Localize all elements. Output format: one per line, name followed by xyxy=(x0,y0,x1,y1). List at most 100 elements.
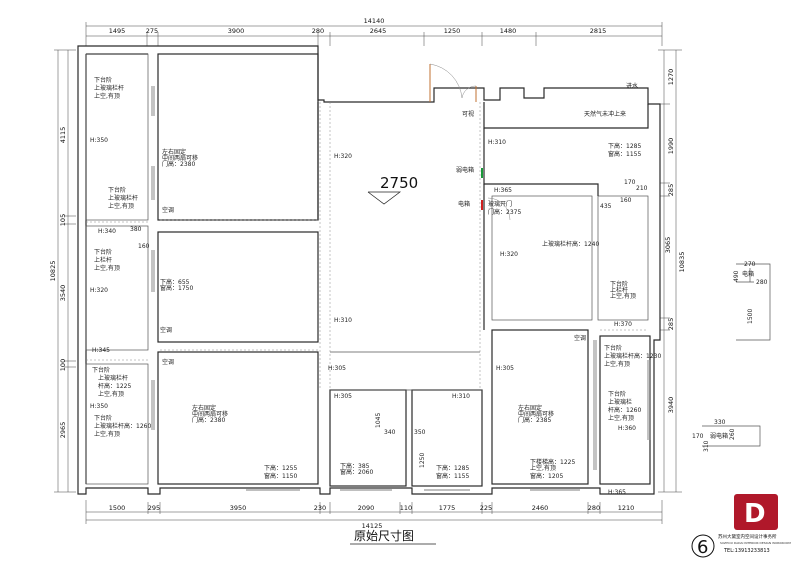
dim-left-0: 4115 xyxy=(59,127,67,144)
label-win-c-1: 下高：1255 xyxy=(264,464,297,472)
label-step-17: 下台阶 xyxy=(610,280,628,288)
label-kongtiao-1: 空调 xyxy=(162,206,174,214)
label-kongtiao-2: 空调 xyxy=(160,326,172,334)
label-h305b: H:305 xyxy=(334,393,352,400)
dim-top-total: 14140 xyxy=(364,17,385,25)
label-step-10: 下台阶 xyxy=(92,366,110,374)
label-win-d-2: 上空,有顶 xyxy=(530,464,556,472)
label-room-c-2: 中间两扇可移 xyxy=(192,410,228,418)
logo-english: SUZHOU DADAI INTERIOR DESIGN WORKROOM xyxy=(720,541,791,545)
label-step-16: 上空,有顶 xyxy=(94,430,120,438)
box-270: 270 xyxy=(744,261,756,268)
ceiling-height: 2750 xyxy=(380,174,418,192)
label-step-24: 杆高：1260 xyxy=(608,406,641,414)
dim-top-2: 3900 xyxy=(228,27,245,35)
box-label: 电箱 xyxy=(742,270,754,278)
label-step-22: 下台阶 xyxy=(608,390,626,398)
label-h320a: H:320 xyxy=(90,287,108,294)
box2-label: 弱电箱 xyxy=(710,432,728,440)
label-win-d-3: 窗高：1205 xyxy=(530,472,563,480)
box-490: 490 xyxy=(733,270,740,282)
label-win-e-2: 窗高：2060 xyxy=(340,468,373,476)
company-logo: D 苏州大黛室内空间设计事务所 SUZHOU DADAI INTERIOR DE… xyxy=(718,494,791,554)
label-room-a-3: 门高：2380 xyxy=(162,160,195,168)
label-room-c-3: 门高：2380 xyxy=(192,416,225,424)
dim-right-3: 3065 xyxy=(664,237,672,254)
label-step-19: 上空,有顶 xyxy=(610,292,636,300)
label-h350a: H:350 xyxy=(90,137,108,144)
dim-top-4: 2645 xyxy=(370,27,387,35)
right-dimensions: 1270 1990 285 3065 10835 285 3940 xyxy=(658,49,686,493)
dim-top-1: 275 xyxy=(146,27,158,35)
label-room-b-1: 下高：655 xyxy=(160,278,190,286)
dim-left-3: 100 xyxy=(59,359,67,371)
label-boli-door-1: 玻璃开门 xyxy=(488,200,512,208)
label-h320b: H:320 xyxy=(334,153,352,160)
label-h305a: H:305 xyxy=(328,365,346,372)
box-1500: 1500 xyxy=(747,309,754,324)
label-step-15: 上玻璃栏杆高：1260 xyxy=(94,422,151,430)
label-h365a: H:365 xyxy=(494,187,512,194)
label-h310a: H:310 xyxy=(334,317,352,324)
label-n380: 380 xyxy=(130,226,142,233)
label-step-25: 上空,有顶 xyxy=(608,414,634,422)
dim-bottom-7: 225 xyxy=(480,504,492,512)
dim-top-5: 1250 xyxy=(444,27,461,35)
dim-top-3: 280 xyxy=(312,27,324,35)
dim-bottom-total: 14125 xyxy=(362,522,383,530)
dim-bottom-6: 1775 xyxy=(439,504,456,512)
label-h360: H:360 xyxy=(618,425,636,432)
dim-top-6: 1480 xyxy=(500,27,517,35)
dim-right-4: 285 xyxy=(667,318,675,330)
dim-bottom-8: 2460 xyxy=(532,504,549,512)
label-n160a: 160 xyxy=(138,243,150,250)
dim-bottom-4: 2090 xyxy=(358,504,375,512)
label-step-6: 上空,有顶 xyxy=(108,202,134,210)
dim-bottom-5: 110 xyxy=(400,504,412,512)
walls xyxy=(77,45,661,495)
label-step-21: 上玻璃栏杆高：1230 xyxy=(604,352,661,360)
height-triangle-icon xyxy=(367,191,402,205)
weak-box-detail: 330 170 弱电箱 260 310 xyxy=(692,419,761,452)
label-h345: H:345 xyxy=(92,347,110,354)
label-win-d-1: 下楼梯高：1225 xyxy=(530,458,575,466)
dim-bottom-10: 1210 xyxy=(618,504,635,512)
label-boli-door-2: 门高：2375 xyxy=(488,208,521,216)
label-room-c-1: 左右固定 xyxy=(192,404,216,412)
dim-left-total: 10825 xyxy=(49,261,57,282)
label-room-d-1: 左右固定 xyxy=(518,404,542,412)
label-ruodianxiang: 弱电箱 xyxy=(456,166,474,174)
drawing-title: 原始尺寸图 xyxy=(354,529,414,543)
label-n340: 340 xyxy=(384,429,396,436)
left-dimensions: 10825 4115 105 3540 100 2965 xyxy=(49,49,76,493)
label-h370: H:370 xyxy=(614,321,632,328)
label-win-e-1: 下高：385 xyxy=(340,462,370,470)
page-number: 6 xyxy=(697,537,708,558)
label-h350b: H:350 xyxy=(90,403,108,410)
box2-170: 170 xyxy=(692,433,704,440)
label-room-a-1: 左右固定 xyxy=(162,148,186,156)
label-glass-rail: 上玻璃栏杆高：1240 xyxy=(542,240,599,248)
dim-bottom-3: 230 xyxy=(314,504,326,512)
label-room-d-3: 门高：2385 xyxy=(518,416,551,424)
label-step-3b: 上空,有顶 xyxy=(604,360,630,368)
label-h310c: H:310 xyxy=(488,139,506,146)
label-kongtiao-3: 空调 xyxy=(162,358,174,366)
label-tianranqi: 天然气未冲上来 xyxy=(584,110,626,118)
label-step-5: 上玻璃栏杆 xyxy=(108,194,138,202)
label-win-f-1: 下高：1285 xyxy=(436,464,469,472)
labels: 下台阶 上玻璃栏杆 上空,有顶 H:350 下台阶 上玻璃栏杆 上空,有顶 H:… xyxy=(90,76,661,496)
label-room-b-2: 窗高：1750 xyxy=(160,284,193,292)
label-h365b: H:365 xyxy=(608,489,626,496)
dim-top-0: 1495 xyxy=(109,27,126,35)
label-step-2: 上玻璃栏杆 xyxy=(94,84,124,92)
label-h305c: H:305 xyxy=(496,365,514,372)
label-win-c-2: 窗高：1150 xyxy=(264,472,297,480)
electric-box-detail: 270 490 电箱 280 1500 xyxy=(733,261,771,341)
label-n210: 210 xyxy=(636,185,648,192)
dim-top-7: 2815 xyxy=(590,27,607,35)
label-step-14: 下台阶 xyxy=(94,414,112,422)
top-dimensions: 14140 1495 275 3900 280 2645 1250 1480 2… xyxy=(85,17,663,46)
label-step-8: 上栏杆 xyxy=(94,256,112,264)
